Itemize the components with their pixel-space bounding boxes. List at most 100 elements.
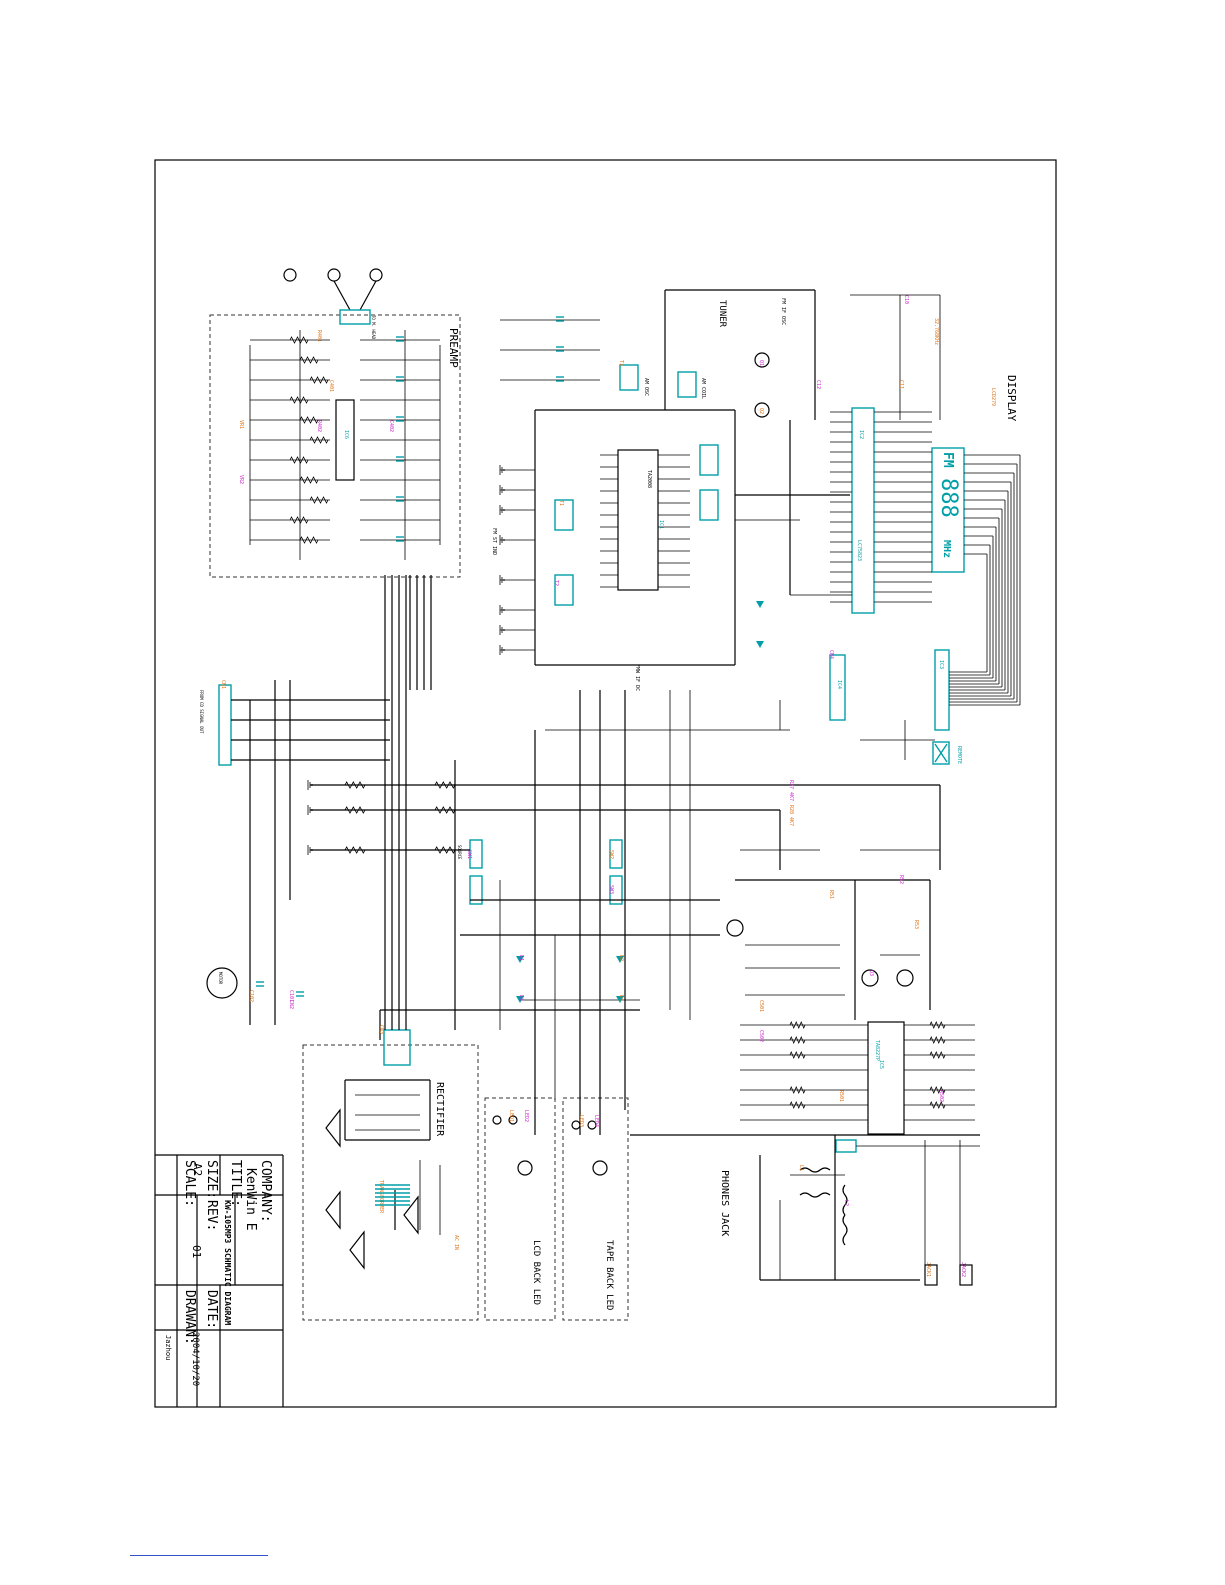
ic-label: IC1 (658, 520, 664, 529)
display-sub-label: LCD279 (990, 388, 996, 406)
am-osc-label: AM OSC (643, 378, 649, 396)
component-label: JACK2 (960, 1262, 966, 1277)
display-wiring (789, 294, 1021, 760)
component-label: R53 (913, 920, 919, 929)
component-label: CN1 (220, 680, 226, 689)
component-label: R401 (316, 330, 322, 342)
drawn-label: DRAWAN: (182, 1290, 197, 1345)
component-label: L1 (798, 1165, 804, 1171)
preamp-block: PREAMP (209, 314, 461, 578)
head-connectors: TO M. HEAD (283, 268, 383, 340)
lcd-back-led-block: LCD BACK LED (484, 1097, 556, 1321)
phones-wiring (759, 1140, 980, 1281)
remote-label: REMOTE (956, 746, 962, 764)
ic-label: IC5 (878, 1060, 884, 1069)
component-label: C11 (898, 380, 904, 389)
amplifier-block: TA8227P (726, 919, 914, 1135)
component-label: SW1 (466, 850, 472, 859)
component-label: D4 (618, 995, 624, 1001)
rectifier-label: RECTIFIER (434, 1082, 445, 1137)
ic-label: IC3 (938, 660, 944, 669)
to-mhead-label: TO M. HEAD (371, 315, 376, 340)
component-label: R502 (938, 1090, 944, 1102)
component-label: T3 (618, 360, 624, 366)
component-symbols (256, 601, 764, 1003)
component-label: VR1 (238, 420, 244, 429)
component-label: L2 (843, 1200, 849, 1206)
main-wiring (231, 575, 980, 1280)
drawn-value: Jazhou (164, 1335, 172, 1360)
ac-in-label: AC IN (453, 1235, 459, 1250)
cd-input-connector: FROM CD SIGNAL OUT (199, 684, 232, 766)
component-label: R501 (838, 1090, 844, 1102)
tape-back-led-block: TAPE BACK LED (562, 1097, 629, 1321)
sheet-border (154, 159, 1057, 1408)
lcd-back-led-label: LCD BACK LED (531, 1240, 541, 1305)
title-value: KW-105MP3 SCHMATIC DIAGRAM (223, 1200, 232, 1325)
tape-back-led-label: TAPE BACK LED (604, 1240, 614, 1310)
component-label: D1 (518, 955, 524, 961)
component-label: C501 (758, 1000, 764, 1012)
component-label: R51 (828, 890, 834, 899)
component-label: R52 (898, 875, 904, 884)
tuner-block: TUNER TA2008 AM OSC AM COIL FM IF OSC FM… (491, 289, 850, 691)
component-label: C10 (903, 295, 909, 304)
company-value: KenWin E (243, 1168, 258, 1231)
rev-value: 01 (190, 1245, 203, 1258)
component-label: LED2 (523, 1110, 529, 1122)
footer-rule (130, 1555, 268, 1556)
component-label: LED4 (593, 1115, 599, 1127)
phones-jack-label: PHONES JACK (719, 1170, 730, 1236)
component-label: D3 (518, 995, 524, 1001)
scale-label: SCALE: (182, 1160, 197, 1207)
xtal-label: 32.768KHz (933, 318, 939, 345)
component-label: SW2 (608, 850, 614, 859)
from-cd-label: FROM CD SIGNAL OUT (199, 690, 204, 734)
display-label: DISPLAY (1005, 375, 1018, 422)
component-label: C401 (328, 380, 334, 392)
rev-label: REV: (204, 1200, 219, 1231)
preamp-label: PREAMP (447, 328, 460, 368)
fm-st-ind-label: FM ST IND (491, 528, 497, 555)
motor: MOTOR (206, 967, 238, 999)
component-label: C101 (288, 990, 294, 1002)
source-switch: SOURCE (457, 839, 623, 905)
source-label: SOURCE (457, 845, 462, 860)
component-label: R27 4K7 (788, 780, 794, 801)
component-label: D2 (618, 955, 624, 961)
component-label: LED3 (578, 1115, 584, 1127)
component-label: C102 (248, 990, 254, 1002)
tuner-wiring (499, 289, 850, 666)
lcd-unit: MHz (941, 540, 952, 558)
title-block: COMPANY: KenWin E TITLE: KW-105MP3 SCHMA… (155, 1154, 284, 1407)
component-label: R402 (316, 420, 322, 432)
company-label: COMPANY: (258, 1160, 273, 1223)
ic-label: IC2 (858, 430, 864, 439)
component-label: Q1 (758, 360, 764, 366)
component-label: Q3 (868, 970, 874, 976)
component-label: C402 (388, 420, 394, 432)
component-label: VR2 (238, 475, 244, 484)
ic-label: IC4 (836, 680, 842, 689)
component-label: LED1 (508, 1110, 514, 1122)
lcd-panel (931, 447, 965, 573)
phones-jack-block: PHONES JACK (719, 1139, 980, 1286)
amp-ic-label: TA8227P (874, 1040, 880, 1061)
fm-if-osc-label: FM IF OSC (780, 298, 786, 325)
display-block: DISPLAY LCD279 32.768KHz FM 888 MHz LC75… (789, 294, 1021, 765)
size-value: A2 (191, 1163, 204, 1176)
size-label: SIZE: (204, 1160, 219, 1199)
component-label: T2 (553, 580, 559, 586)
component-label: CN2 (288, 1000, 294, 1009)
tuner-ic-label: TA2008 (646, 470, 652, 488)
preamp-wiring (249, 330, 441, 560)
date-value: 2004/10/20 (190, 1332, 200, 1386)
motor-label: MOTOR (218, 972, 223, 985)
ic-label: IC6 (343, 430, 349, 439)
rectifier-wiring (344, 1079, 441, 1235)
fm-if-dc-label: FMW IF DC (634, 664, 640, 691)
component-label: C502 (758, 1030, 764, 1042)
component-label: CN3 (378, 1025, 384, 1034)
lcd-digits: 888 (936, 478, 961, 518)
